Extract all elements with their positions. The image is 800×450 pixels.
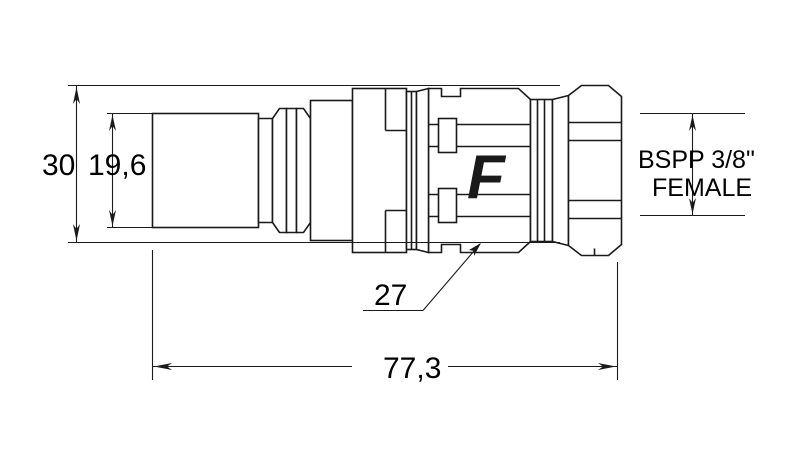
dimension-label-27: 27 [374, 279, 407, 312]
groove-ring-right-chamfer [295, 107, 312, 234]
arrow-19-6-bottom [109, 210, 116, 226]
arrow-30-bottom [73, 224, 80, 241]
faster-f-logo: F [467, 143, 507, 212]
coupling-part-geometry [151, 84, 623, 257]
coupling-barrel [309, 99, 354, 242]
collar-outer-block [351, 87, 408, 254]
hex-nut-outline [567, 84, 623, 257]
dimension-19-6-group [107, 112, 152, 229]
dimension-27-group [363, 243, 481, 312]
dimension-77-3-group [151, 250, 619, 380]
thread-callout-group [640, 112, 745, 217]
dimension-label-77-3: 77,3 [383, 352, 441, 385]
groove-ring-left-chamfer [271, 107, 288, 234]
mid-body-section [529, 98, 554, 243]
sleeve-tab-lower [437, 187, 458, 224]
leader-line-27 [422, 243, 481, 311]
sleeve-tab-upper [437, 117, 458, 154]
hex-shoulder [551, 94, 570, 247]
arrow-30-top [73, 87, 80, 104]
dimension-label-19-6: 19,6 [88, 149, 146, 182]
dimension-label-30: 30 [42, 149, 75, 182]
sleeve-left-cap [415, 87, 430, 254]
nipple-step [257, 117, 274, 224]
thread-callout-line2: FEMALE [652, 174, 752, 202]
dimension-30-group [68, 84, 560, 244]
arrow-bspp-bottom [689, 198, 696, 214]
arrow-bspp-top [689, 115, 696, 131]
arrow-77-3-right [598, 363, 616, 370]
arrow-19-6-top [109, 115, 116, 131]
arrow-77-3-left [154, 363, 172, 370]
leader-arrow-27 [469, 243, 481, 256]
plug-nipple-body [151, 112, 260, 229]
groove-ring-band [285, 107, 298, 234]
thread-callout-line1: BSPP 3/8" [638, 146, 755, 174]
